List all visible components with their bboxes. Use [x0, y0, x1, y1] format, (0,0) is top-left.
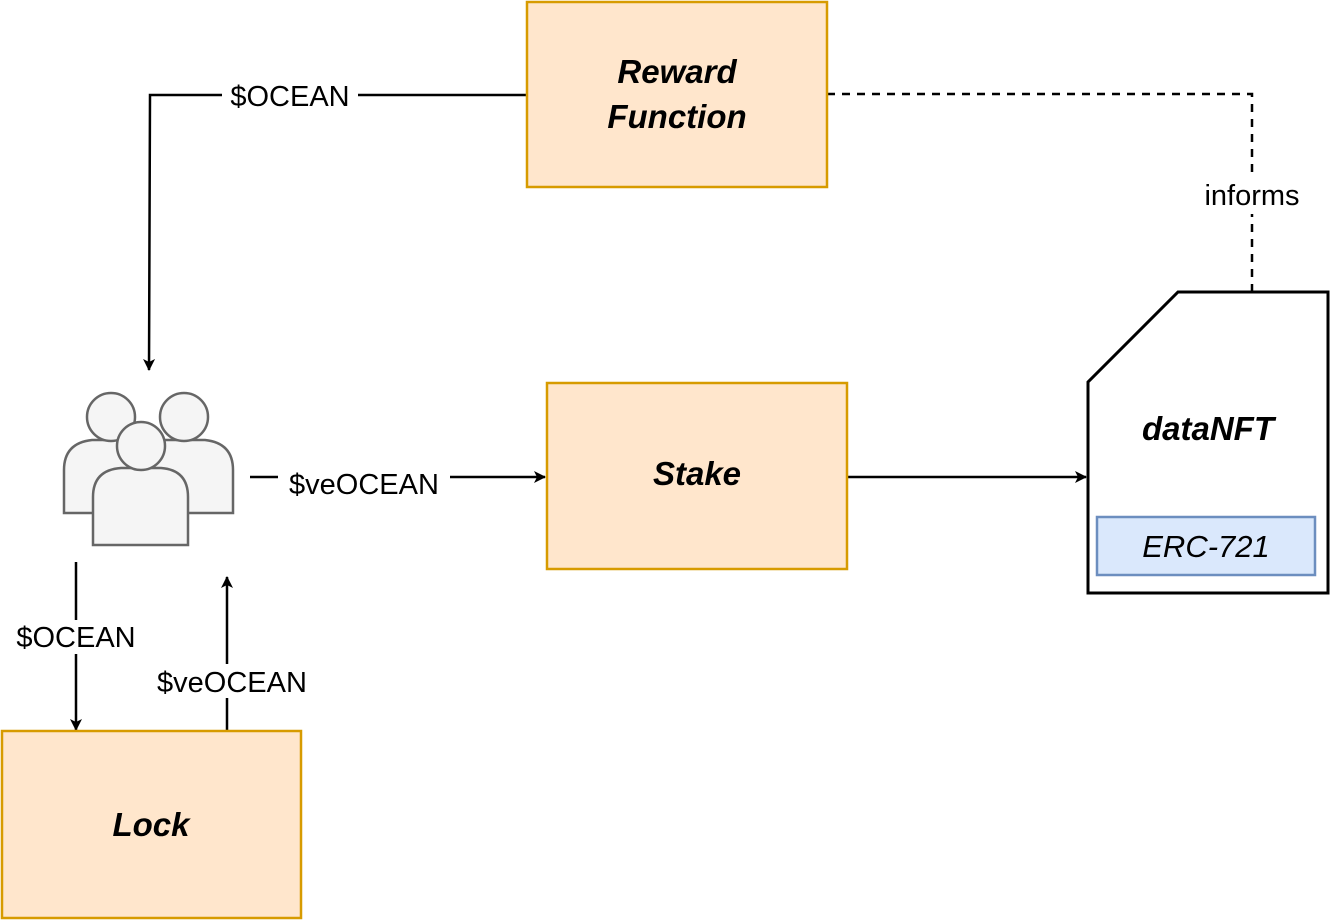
data-nft-node[interactable]: dataNFT ERC-721 [1086, 290, 1330, 595]
edge-label-lock-to-users: $veOCEAN [157, 667, 307, 699]
reward-function-box [525, 0, 829, 189]
edge-label-informs: informs [1204, 180, 1299, 212]
edge-nft-informs-reward [828, 92, 1254, 292]
erc-721-label: ERC-721 [1142, 529, 1270, 564]
lock-node[interactable]: Lock [0, 729, 303, 920]
reward-function-label-line1: Reward [617, 53, 737, 90]
reward-function-node[interactable]: Reward Function [525, 0, 829, 189]
edge-label-users-to-lock: $OCEAN [16, 622, 135, 654]
edge-label-bg [146, 664, 318, 698]
erc-721-box [1095, 515, 1317, 577]
edge-reward-to-users [143, 93, 527, 371]
person-icon [91, 420, 190, 547]
edge-label-reward-to-users: $OCEAN [230, 81, 349, 113]
edge-label-bg [222, 78, 358, 112]
reward-function-label-line2: Function [607, 98, 746, 135]
users-group-icon[interactable] [62, 391, 235, 547]
edge-label-users-to-stake: $veOCEAN [289, 469, 439, 501]
lock-box [0, 729, 303, 920]
edge-label-bg [278, 462, 450, 496]
stake-label: Stake [653, 455, 741, 492]
lock-label: Lock [112, 806, 191, 843]
stake-node[interactable]: Stake [545, 381, 849, 571]
stake-box [545, 381, 849, 571]
edge-label-bg [1196, 176, 1308, 214]
data-nft-label: dataNFT [1142, 410, 1277, 447]
edge-label-bg [8, 620, 144, 654]
